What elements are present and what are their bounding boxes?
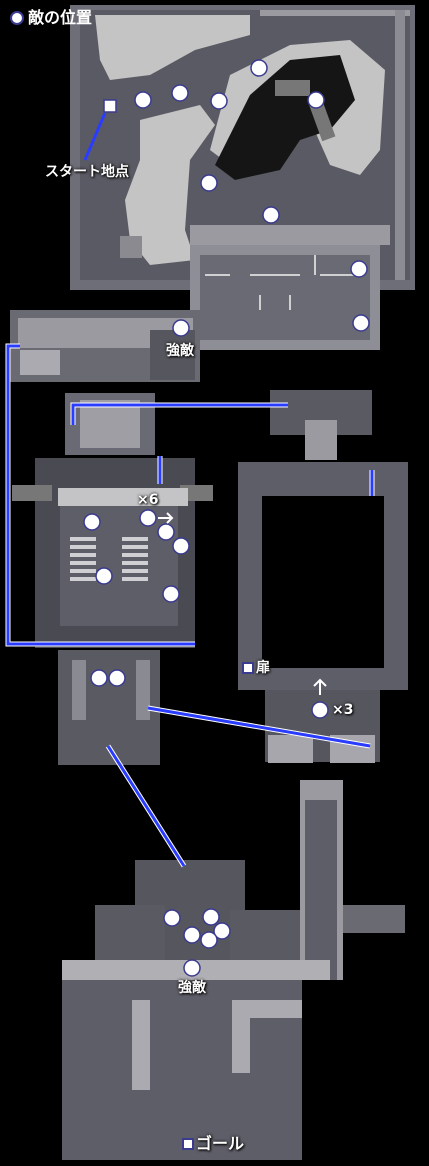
left-corridor [10,310,200,382]
strong-enemy-label: 強敵 [166,343,194,359]
arrow-right-icon [158,512,174,524]
door-square-icon [242,662,254,674]
strong-enemy-label-2: 強敵 [178,980,206,996]
goal-marker: ゴール [182,1136,244,1152]
start-label: スタート地点 [45,164,129,180]
door-marker: 扉 [242,661,270,675]
top-building [190,225,390,350]
legend-label: 敵の位置 [28,8,93,27]
bottom-area [62,780,405,1160]
door-label: 扉 [256,660,270,676]
top-area [70,5,415,290]
start-pointer [83,112,107,161]
enemy-markers [83,59,370,977]
goal-label: ゴール [196,1134,245,1153]
start-square-icon [103,99,117,113]
count-x6-label: ×6 [137,492,159,508]
legend: 敵の位置 [10,10,92,26]
central-hall [12,393,213,765]
route-lines [5,343,375,868]
count-x3-label: ×3 [332,702,354,718]
enemy-dot-icon [10,11,24,25]
arrow-up-icon [313,678,327,695]
goal-square-icon [182,1138,194,1150]
